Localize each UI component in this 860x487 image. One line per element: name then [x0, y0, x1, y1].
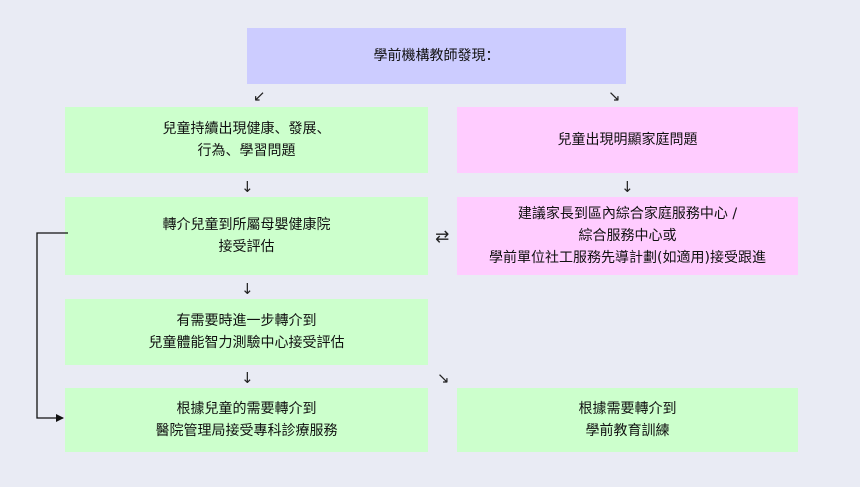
referral-mch-line2: 接受評估: [218, 239, 275, 255]
arrow-down-right: ↘: [608, 87, 621, 105]
arrow-down-right-col: ↓: [621, 178, 634, 196]
hospital-referral-line2: 醫院管理局接受專科診療服務: [155, 423, 338, 439]
family-service-box: 建議家長到區內綜合家庭服務中心 / 綜合服務中心或 學前單位社工服務先導計劃(如…: [457, 197, 798, 275]
family-service-line2: 綜合服務中心或: [578, 228, 677, 244]
teacher-discovery-text: 學前機構教師發現：: [373, 48, 500, 64]
preschool-training-box: 根據需要轉介到 學前教育訓練: [457, 388, 798, 452]
arrow-down-1: ↓: [241, 178, 254, 196]
further-referral-line2: 兒童體能智力測驗中心接受評估: [148, 335, 345, 351]
bidirectional-arrow: ⇄: [435, 227, 450, 247]
family-service-line3: 學前單位社工服務先導計劃(如適用)接受跟進: [489, 250, 766, 266]
preschool-training-line1: 根據需要轉介到: [578, 401, 677, 417]
preschool-training-line2: 學前教育訓練: [585, 423, 670, 439]
referral-mch-line1: 轉介兒童到所屬母嬰健康院: [162, 217, 331, 233]
arrow-down-left: ↙: [253, 87, 266, 105]
hospital-referral-line1: 根據兒童的需要轉介到: [176, 401, 317, 417]
family-problem-box: 兒童出現明顯家庭問題: [457, 107, 798, 173]
referral-mch-box: 轉介兒童到所屬母嬰健康院 接受評估: [65, 197, 428, 275]
arrow-down-3: ↓: [241, 369, 254, 387]
teacher-discovery-box: 學前機構教師發現：: [247, 28, 626, 84]
family-service-line1: 建議家長到區內綜合家庭服務中心 /: [517, 206, 738, 222]
further-referral-box: 有需要時進一步轉介到 兒童體能智力測驗中心接受評估: [65, 299, 428, 365]
persistent-issues-box: 兒童持續出現健康、發展、 行為、學習問題: [65, 107, 428, 173]
further-referral-line1: 有需要時進一步轉介到: [176, 313, 317, 329]
family-problem-text: 兒童出現明顯家庭問題: [557, 132, 698, 148]
persistent-issues-line1: 兒童持續出現健康、發展、: [162, 121, 331, 137]
arrow-down-2: ↓: [241, 280, 254, 298]
arrow-down-right-2: ↘: [437, 369, 450, 387]
hospital-referral-box: 根據兒童的需要轉介到 醫院管理局接受專科診療服務: [65, 388, 428, 452]
persistent-issues-line2: 行為、學習問題: [197, 143, 296, 159]
